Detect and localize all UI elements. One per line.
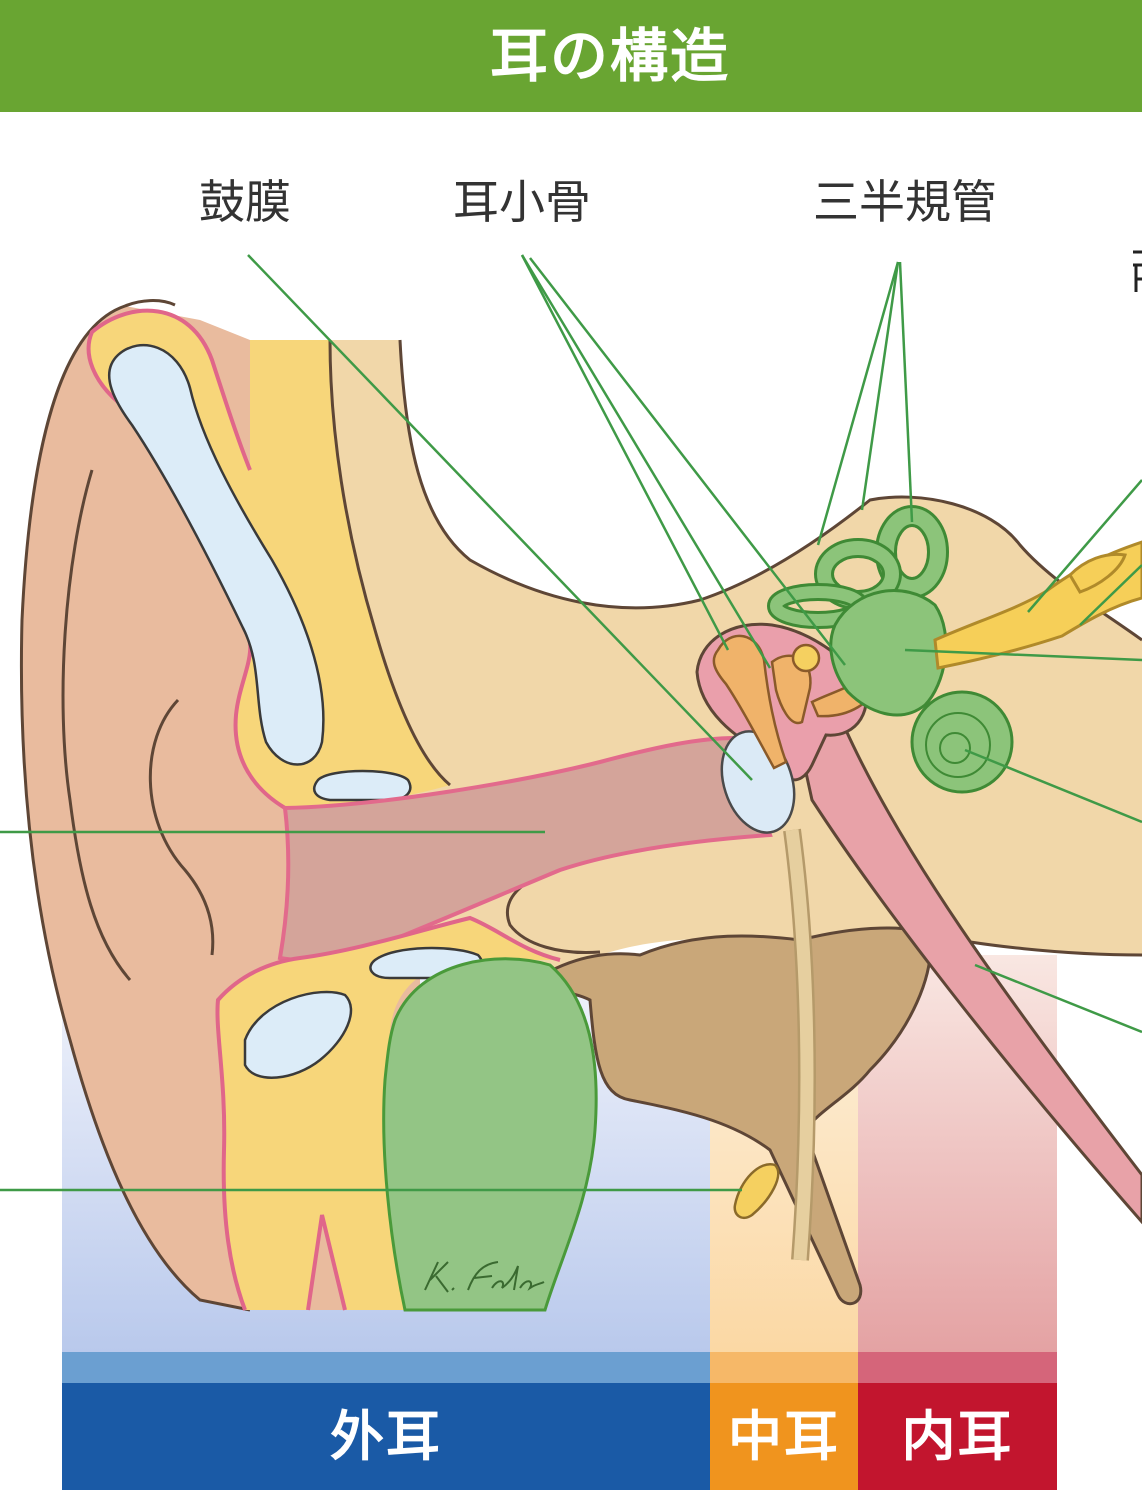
cochlea-turn-inner (939, 732, 971, 764)
vessel (785, 829, 814, 1261)
upper-cartilage-edge (328, 339, 451, 787)
inner-ear-strip (858, 1352, 1057, 1383)
helix-cavity (108, 343, 325, 766)
eustachian-tube (798, 726, 1142, 1225)
ossicle-joint (791, 643, 821, 673)
concha-fold (148, 698, 215, 956)
gland (382, 957, 598, 1312)
nerve-branch (1068, 552, 1127, 594)
skull-base (515, 926, 933, 1306)
semicircular-canals-label: 三半規管 (813, 175, 997, 229)
incus (770, 654, 812, 725)
right-leader-1 (1027, 479, 1142, 613)
right-leader-5 (974, 963, 1142, 1034)
leader-lines (0, 254, 1142, 1192)
title-bar: 耳の構造 (0, 0, 1142, 112)
lower-cartilage-border (215, 915, 561, 1311)
diagram-title: 耳の構造 (489, 22, 730, 90)
eardrum-leader (247, 254, 753, 781)
ossicles-leader-2 (520, 254, 772, 669)
outer-ear-strip (62, 1352, 710, 1383)
ossicles-label: 耳小骨 (453, 175, 591, 229)
cochlea-turn-outer (925, 712, 991, 778)
head-outline (398, 339, 1142, 642)
auricle-outline (19, 299, 251, 1312)
artist-signature (424, 1261, 545, 1293)
cochlea (910, 690, 1014, 794)
lower-cavity-blob (243, 990, 353, 1079)
outer-ear-bar: 外耳 (62, 1383, 710, 1490)
auricle-fold (61, 469, 132, 981)
vestibule (829, 589, 948, 717)
lower-notch-border (306, 1214, 347, 1311)
styloid-tip (733, 1162, 780, 1220)
inner-ear-bar: 内耳 (858, 1383, 1057, 1490)
upper-small-cavity (313, 769, 412, 802)
semicircular-leader-2 (860, 261, 900, 511)
middle-ear-strip (710, 1352, 858, 1383)
semicircular-leader-3 (898, 261, 914, 523)
right-leader-4 (964, 748, 1142, 824)
right-leader-3 (904, 648, 1142, 662)
ear-canal (277, 735, 773, 962)
semicircular-leader-1 (816, 261, 900, 546)
ossicles-leader-1 (520, 254, 730, 651)
right-leader-2 (1079, 564, 1142, 626)
eardrum-label: 鼓膜 (199, 175, 291, 229)
ossicles-leader-3 (529, 257, 846, 666)
cropped-label-fragment (1133, 250, 1142, 292)
middle-ear-bar: 中耳 (710, 1383, 858, 1490)
ear-illustration (0, 250, 1142, 1352)
